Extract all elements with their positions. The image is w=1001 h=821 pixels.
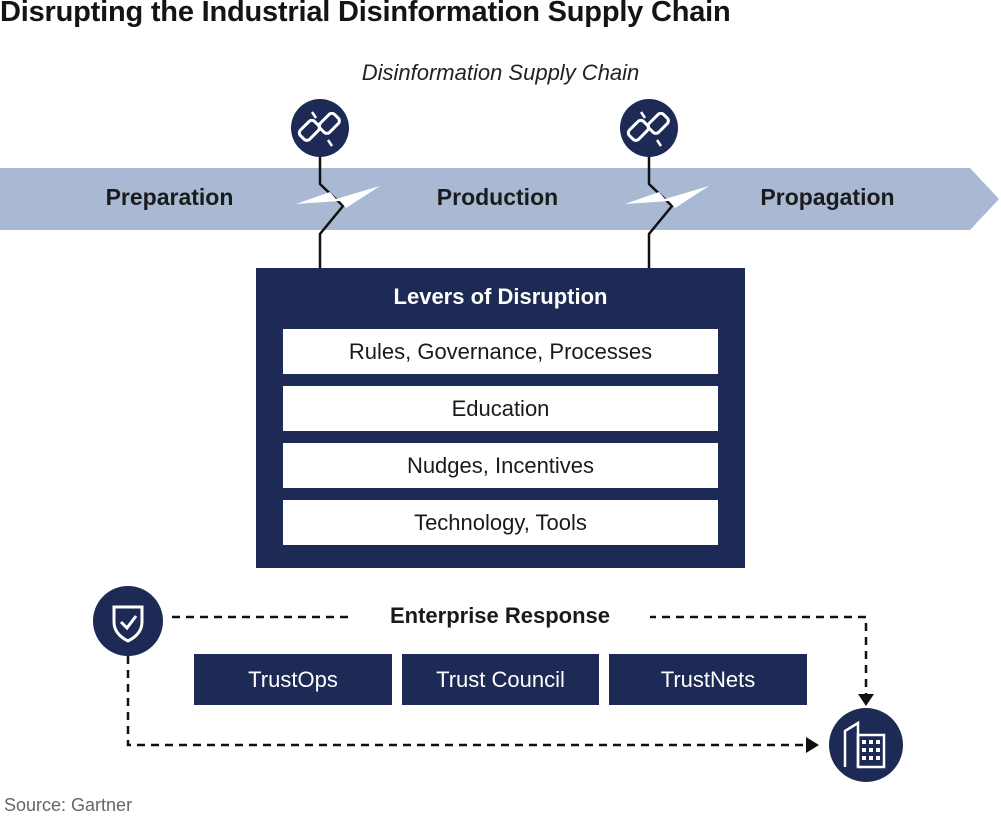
page-title: Disrupting the Industrial Disinformation… bbox=[0, 0, 731, 28]
source-note: Source: Gartner bbox=[4, 795, 133, 815]
lever-item: Rules, Governance, Processes bbox=[283, 329, 718, 374]
supply-chain-arrow bbox=[0, 168, 999, 230]
break-connector-2 bbox=[625, 150, 709, 268]
shield-icon bbox=[93, 586, 163, 656]
lever-item: Nudges, Incentives bbox=[283, 443, 718, 488]
stage-preparation: Preparation bbox=[105, 184, 234, 210]
broken-link-icon bbox=[620, 99, 678, 157]
response-item-trustops: TrustOps bbox=[194, 654, 392, 705]
enterprise-response-title: Enterprise Response bbox=[350, 603, 650, 629]
response-item-trustnets: TrustNets bbox=[609, 654, 807, 705]
lever-item: Education bbox=[283, 386, 718, 431]
stage-production: Production bbox=[436, 184, 559, 210]
stage-propagation: Propagation bbox=[760, 184, 895, 210]
levers-title: Levers of Disruption bbox=[393, 284, 608, 309]
lightning-icon bbox=[296, 186, 380, 208]
lightning-icon bbox=[625, 186, 709, 208]
lever-item: Technology, Tools bbox=[283, 500, 718, 545]
diagram-subtitle: Disinformation Supply Chain bbox=[361, 60, 640, 85]
arrowhead bbox=[858, 694, 874, 706]
levers-of-disruption-panel: Levers of Disruption Rules, Governance, … bbox=[256, 268, 745, 568]
arrowhead bbox=[806, 737, 819, 753]
broken-link-icon bbox=[291, 99, 349, 157]
response-item-trust-council: Trust Council bbox=[402, 654, 599, 705]
break-connector-1 bbox=[296, 150, 380, 268]
enterprise-building-icon bbox=[829, 708, 903, 782]
